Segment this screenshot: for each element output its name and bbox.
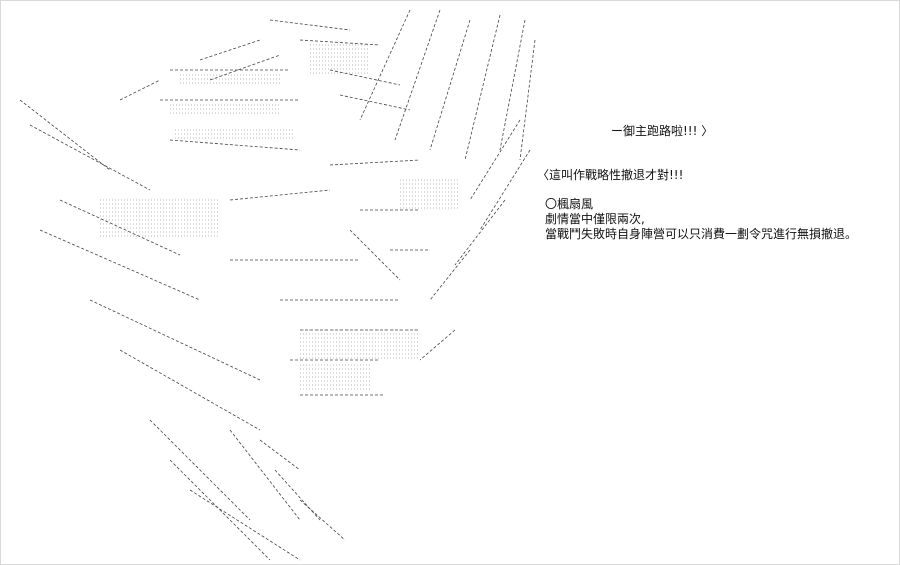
art-stroke [329,69,401,86]
ascii-art-drawing [19,9,536,561]
art-stroke [274,469,321,521]
art-stroke [19,99,111,171]
dialog-line-servant: ー御主跑路啦!!! 〉 [611,124,714,138]
art-stroke [229,189,331,201]
art-stroke [429,249,471,301]
skill-note: 〇楓扇風 劇情當中僅限兩次, 當戰鬥失敗時自身陣營可以只消費一劃令咒進行無損撤退… [545,197,857,242]
art-stroke [479,149,531,231]
art-stroke [199,39,261,61]
art-stroke [269,19,351,31]
art-stroke [29,124,151,191]
art-stroke [229,429,301,521]
art-stroke [469,119,521,201]
skill-name: 〇楓扇風 [545,197,594,211]
art-stroke [209,54,281,81]
art-stroke [519,39,536,161]
art-stroke [189,489,301,561]
dialog-line-master: 〈這叫作戰略性撤退才對!!! [537,168,684,182]
art-stroke [339,94,411,111]
art-stroke [149,419,251,521]
art-stroke [89,299,261,381]
ascii-art-illustration [19,9,536,561]
art-stroke [419,329,456,361]
art-stroke [169,459,271,561]
art-stroke [259,439,301,471]
art-stroke [329,159,421,166]
art-stroke [499,19,526,151]
art-stroke [359,9,411,121]
art-stroke [429,19,471,151]
art-stroke [454,199,506,266]
art-stroke [394,9,441,141]
art-stroke [464,14,501,161]
art-stroke [299,39,381,46]
skill-description-1: 劇情當中僅限兩次, [545,212,645,226]
art-stroke [59,199,181,256]
art-stroke [119,349,261,431]
art-stroke [39,229,201,301]
art-stroke [299,499,346,541]
art-stroke [169,139,301,151]
skill-description-2: 當戰鬥失敗時自身陣營可以只消費一劃令咒進行無損撤退。 [545,227,858,241]
art-stroke [349,229,401,281]
art-stroke [119,79,161,101]
